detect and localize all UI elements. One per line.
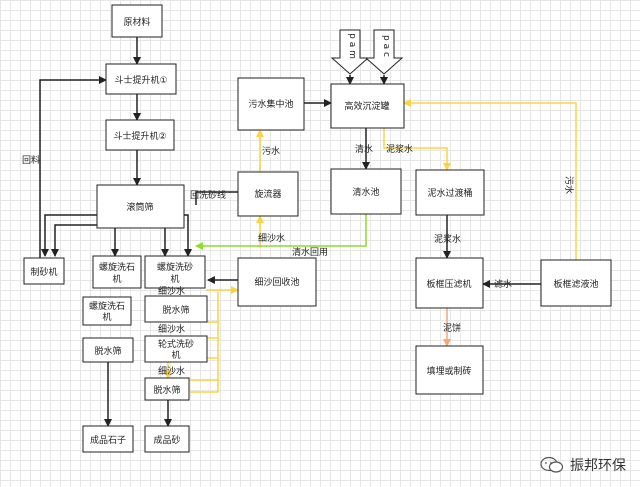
node-slurrypool: 泥水过渡桶 bbox=[415, 169, 485, 216]
node-sandmaker: 制砂机 bbox=[23, 257, 65, 285]
svg-text:污水集中池: 污水集中池 bbox=[248, 98, 293, 110]
svg-text:机: 机 bbox=[112, 273, 121, 285]
svg-text:螺旋洗石: 螺旋洗石 bbox=[89, 300, 125, 312]
svg-text:螺旋洗石: 螺旋洗石 bbox=[99, 261, 135, 273]
svg-text:细沙回收池: 细沙回收池 bbox=[254, 276, 299, 288]
watermark-text: 振邦环保 bbox=[570, 458, 626, 474]
node-wheel: 轮式洗砂 机 bbox=[144, 335, 208, 363]
pac-dosing: p a c bbox=[364, 29, 404, 75]
pac-label: p a c bbox=[381, 35, 391, 57]
svg-text:机: 机 bbox=[170, 273, 179, 285]
svg-text:脱水筛: 脱水筛 bbox=[94, 345, 121, 357]
node-clearpool: 清水池 bbox=[330, 168, 402, 215]
svg-text:板框压滤机: 板框压滤机 bbox=[426, 278, 471, 290]
svg-text:滚筒筛: 滚筒筛 bbox=[126, 201, 153, 213]
node-dewater1: 脱水筛 bbox=[144, 295, 208, 323]
svg-text:脱水筛: 脱水筛 bbox=[162, 304, 189, 316]
svg-text:高效沉淀罐: 高效沉淀罐 bbox=[344, 100, 389, 112]
node-finesand: 细沙回收池 bbox=[237, 257, 317, 307]
label-filtrate: 滤水 bbox=[494, 278, 512, 290]
label-return: 回料 bbox=[22, 154, 40, 166]
label-clearwater: 清水 bbox=[355, 143, 373, 155]
label-mud2: 泥浆水 bbox=[434, 233, 461, 245]
label-finesand2: 细沙水 bbox=[158, 285, 185, 297]
node-cake: 填埋或制砖 bbox=[415, 345, 484, 395]
watermark: 振邦环保 bbox=[540, 455, 626, 475]
node-filterpool: 板框滤液池 bbox=[540, 259, 612, 307]
label-cleanreuse: 清水回用 bbox=[292, 246, 328, 258]
svg-text:成品砂: 成品砂 bbox=[153, 434, 180, 446]
label-finesand3: 细沙水 bbox=[158, 323, 185, 335]
black-edges bbox=[39, 37, 541, 427]
node-spiral3: 螺旋洗石 机 bbox=[82, 296, 132, 326]
label-mud1: 泥浆水 bbox=[386, 143, 413, 155]
edge-labels: 回料 回洗砂线 污水 细沙水 清水回用 清水 泥浆水 泥浆水 细沙水 细沙水 细… bbox=[22, 143, 575, 377]
pam-dosing: p a m bbox=[330, 29, 370, 75]
label-cake: 泥饼 bbox=[443, 322, 461, 334]
node-dewater3: 脱水筛 bbox=[144, 377, 190, 401]
svg-text:填埋或制砖: 填埋或制砖 bbox=[426, 365, 471, 377]
svg-text:原材料: 原材料 bbox=[123, 16, 150, 28]
clear-water-reuse-line bbox=[195, 214, 367, 250]
node-collect: 污水集中池 bbox=[237, 77, 305, 131]
svg-text:清水池: 清水池 bbox=[352, 186, 379, 198]
label-wastewater2: 污水 bbox=[563, 176, 575, 194]
node-sand: 成品砂 bbox=[144, 425, 190, 453]
node-cyclone: 旋流器 bbox=[237, 171, 299, 217]
svg-text:螺旋洗砂: 螺旋洗砂 bbox=[157, 261, 193, 273]
node-stone: 成品石子 bbox=[82, 425, 134, 453]
pam-label: p a m bbox=[347, 33, 357, 59]
node-clarifier: 高效沉淀罐 bbox=[330, 83, 405, 129]
svg-text:泥水过渡桶: 泥水过渡桶 bbox=[427, 187, 472, 199]
svg-text:斗士提升机②: 斗士提升机② bbox=[113, 130, 166, 142]
svg-text:旋流器: 旋流器 bbox=[254, 188, 281, 200]
node-dewater2: 脱水筛 bbox=[82, 337, 134, 363]
label-finesand4: 细沙水 bbox=[158, 365, 185, 377]
label-finesand1: 细沙水 bbox=[258, 232, 285, 244]
label-roundsand: 回洗砂线 bbox=[190, 189, 226, 201]
svg-text:机: 机 bbox=[102, 311, 111, 323]
svg-text:成品石子: 成品石子 bbox=[90, 434, 126, 446]
svg-text:脱水筛: 脱水筛 bbox=[153, 384, 180, 396]
node-filter: 板框压滤机 bbox=[415, 257, 484, 309]
wechat-icon bbox=[540, 456, 564, 474]
svg-text:板框滤液池: 板框滤液池 bbox=[553, 278, 598, 290]
svg-text:机: 机 bbox=[171, 349, 180, 361]
node-bucket2: 斗士提升机② bbox=[105, 119, 175, 151]
label-wastewater1: 污水 bbox=[262, 145, 280, 157]
svg-text:制砂机: 制砂机 bbox=[30, 266, 57, 278]
node-spiral1: 螺旋洗石 机 bbox=[92, 255, 142, 289]
node-raw: 原材料 bbox=[111, 4, 163, 38]
node-screen: 滚筒筛 bbox=[96, 184, 185, 229]
svg-text:斗士提升机①: 斗士提升机① bbox=[114, 74, 167, 86]
node-bucket1: 斗士提升机① bbox=[105, 63, 177, 95]
node-spiral2: 螺旋洗砂 机 bbox=[144, 255, 206, 289]
svg-text:轮式洗砂: 轮式洗砂 bbox=[158, 338, 194, 350]
